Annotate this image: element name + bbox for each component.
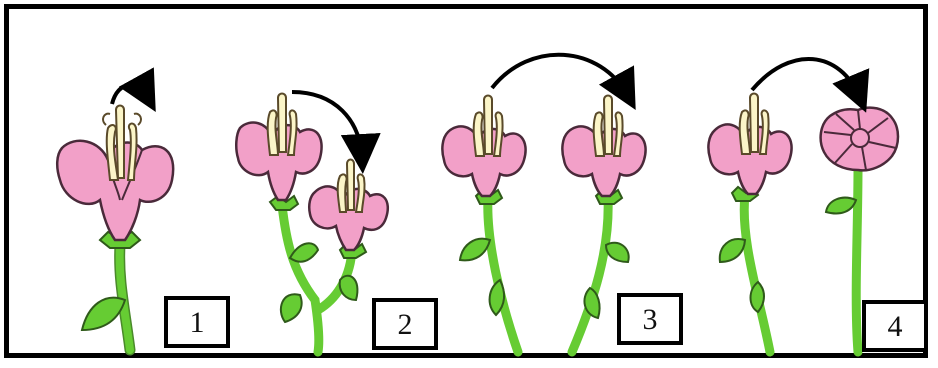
- pollination-arrow: [752, 59, 860, 98]
- leaf: [826, 198, 856, 214]
- closed-flower: [821, 108, 898, 171]
- leaf: [340, 276, 358, 300]
- flower-stem: [744, 195, 770, 352]
- flower-stem: [282, 205, 319, 352]
- leaf: [281, 294, 302, 322]
- leaf: [82, 298, 125, 330]
- leaf: [606, 243, 629, 262]
- panel-label-2: 2: [372, 298, 438, 350]
- panel-3-cross-pollination: [442, 55, 645, 352]
- panel-2-geitonogamy: [236, 92, 388, 352]
- flower-stem: [856, 168, 858, 352]
- leaf: [290, 243, 318, 261]
- flower-stem: [572, 198, 608, 352]
- leaf: [720, 239, 745, 262]
- pollination-arrow: [492, 55, 628, 96]
- pollination-arrow: [112, 85, 148, 104]
- leaf: [460, 239, 490, 261]
- stamens: [103, 106, 141, 181]
- panel-label-4: 4: [862, 300, 928, 352]
- panel-label-1: 1: [164, 296, 230, 348]
- panel-1-self-pollination: [57, 85, 173, 350]
- flower-stem: [488, 198, 518, 352]
- panel-label-3: 3: [617, 293, 683, 345]
